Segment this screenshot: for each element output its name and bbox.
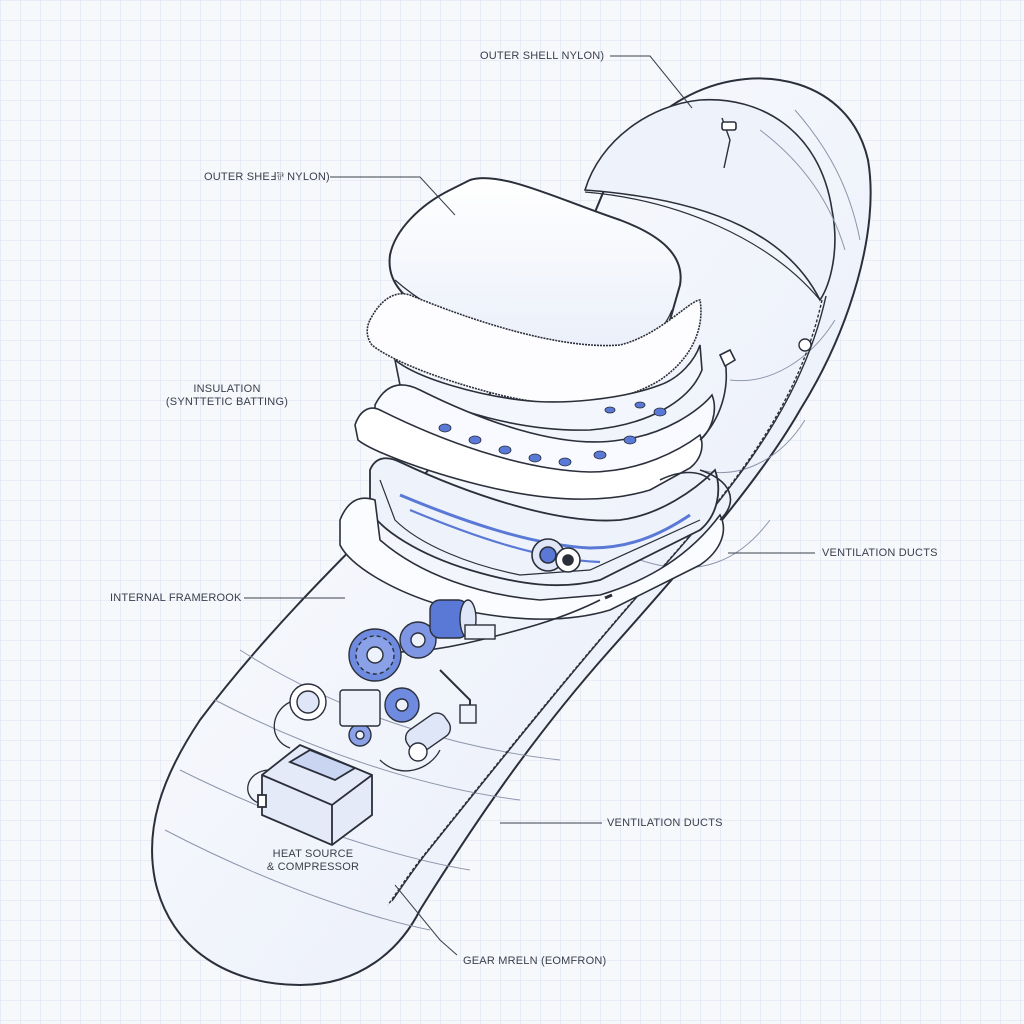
label-insulation-line2: (SYNTTETIC BATTING)	[165, 396, 289, 408]
vent-pad-layer	[354, 384, 716, 500]
hose-lines	[379, 348, 737, 653]
callout-leaders	[244, 55, 815, 956]
blower-assembly	[531, 538, 581, 573]
label-ventilation-ducts-lower: VENTILATION DUCTS	[607, 817, 723, 829]
hood	[583, 98, 836, 302]
label-heat-source-line1: HEAT SOURCE	[272, 848, 354, 860]
label-insulation: INSULATION (SYNTTETIC BATTING)	[152, 383, 302, 409]
label-outer-shell-left: OUTER SHEℲ⅌ NYLON)	[204, 171, 330, 183]
heat-source-box	[257, 743, 373, 847]
label-outer-shell-top: OUTER SHELL NYLON)	[480, 50, 605, 62]
label-heat-source: HEAT SOURCE & COMPRESSOR	[248, 848, 378, 874]
quilt-seams	[164, 109, 861, 931]
gear-cluster	[289, 599, 496, 762]
zipper	[387, 295, 827, 906]
label-internal-framework: INTERNAL FRAMEROOK	[110, 592, 242, 604]
label-gear-mechanism: GEAR MRELN (EOMFRON)	[463, 955, 607, 967]
label-insulation-line1: INSULATION	[193, 383, 261, 395]
vent-fins	[438, 401, 667, 467]
label-heat-source-line2: & COMPRESSOR	[266, 861, 360, 873]
label-ventilation-ducts-right: VENTILATION DUCTS	[822, 547, 938, 559]
insulation-layer	[366, 293, 703, 431]
